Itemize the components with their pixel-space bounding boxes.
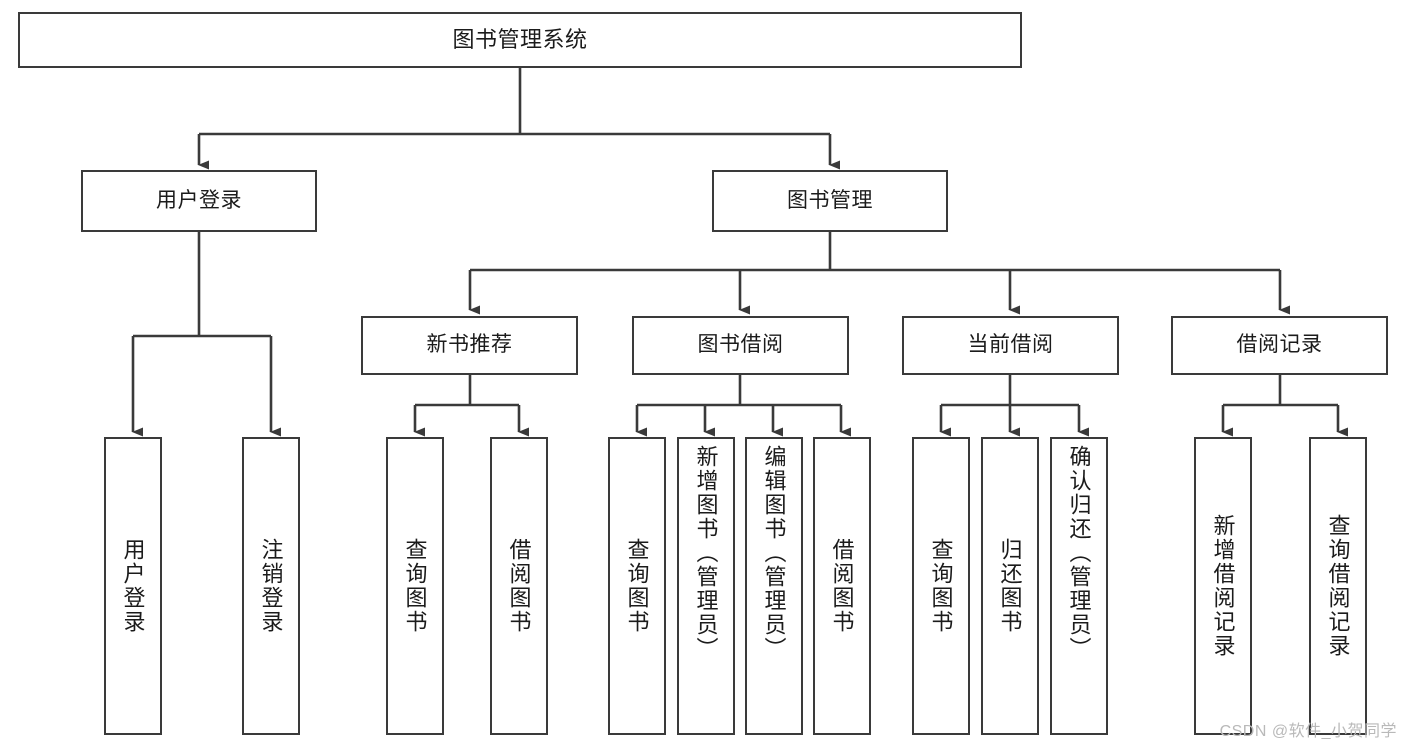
node-label: 借阅图书 (506, 538, 532, 634)
csdn-watermark: CSDN @软件_小贺同学 (1219, 723, 1397, 740)
node-label: 图书借阅 (697, 333, 784, 357)
leaf-borrow-book-recommend[interactable]: 借阅图书 (490, 437, 548, 735)
node-label: 注销登录 (258, 538, 284, 634)
node-label: 借阅记录 (1236, 333, 1323, 357)
leaf-user-login[interactable]: 用户登录 (104, 437, 162, 735)
node-label: 新增图书（管理员） (693, 445, 719, 661)
leaf-query-book-borrow[interactable]: 查询图书 (608, 437, 666, 735)
node-label: 查询借阅记录 (1325, 514, 1351, 658)
node-root-book-management-system[interactable]: 图书管理系统 (18, 12, 1022, 68)
node-label: 用户登录 (120, 538, 146, 634)
node-label: 借阅图书 (829, 538, 855, 634)
leaf-edit-book[interactable]: 编辑图书（管理员） (745, 437, 803, 735)
node-label: 当前借阅 (967, 333, 1054, 357)
leaf-query-book-current[interactable]: 查询图书 (912, 437, 970, 735)
node-label: 查询图书 (624, 538, 650, 634)
node-label: 查询图书 (402, 538, 428, 634)
node-label: 新增借阅记录 (1210, 514, 1236, 658)
leaf-return-book[interactable]: 归还图书 (981, 437, 1039, 735)
node-borrow-record[interactable]: 借阅记录 (1171, 316, 1388, 375)
leaf-query-borrow-record[interactable]: 查询借阅记录 (1309, 437, 1367, 735)
node-current-borrow[interactable]: 当前借阅 (902, 316, 1119, 375)
node-label: 归还图书 (997, 538, 1023, 634)
node-book-manage[interactable]: 图书管理 (712, 170, 948, 232)
node-book-borrow[interactable]: 图书借阅 (632, 316, 849, 375)
leaf-add-borrow-record[interactable]: 新增借阅记录 (1194, 437, 1252, 735)
node-user-login[interactable]: 用户登录 (81, 170, 317, 232)
node-label: 新书推荐 (426, 333, 513, 357)
leaf-confirm-return[interactable]: 确认归还（管理员） (1050, 437, 1108, 735)
leaf-borrow-book[interactable]: 借阅图书 (813, 437, 871, 735)
node-label: 用户登录 (156, 188, 242, 212)
node-label: 图书管理 (787, 188, 873, 212)
node-label: 确认归还（管理员） (1066, 445, 1092, 661)
node-label: 图书管理系统 (452, 27, 588, 53)
leaf-query-book-recommend[interactable]: 查询图书 (386, 437, 444, 735)
leaf-logout-login[interactable]: 注销登录 (242, 437, 300, 735)
node-label: 查询图书 (928, 538, 954, 634)
node-new-book-recommend[interactable]: 新书推荐 (361, 316, 578, 375)
leaf-add-book[interactable]: 新增图书（管理员） (677, 437, 735, 735)
node-label: 编辑图书（管理员） (761, 445, 787, 661)
